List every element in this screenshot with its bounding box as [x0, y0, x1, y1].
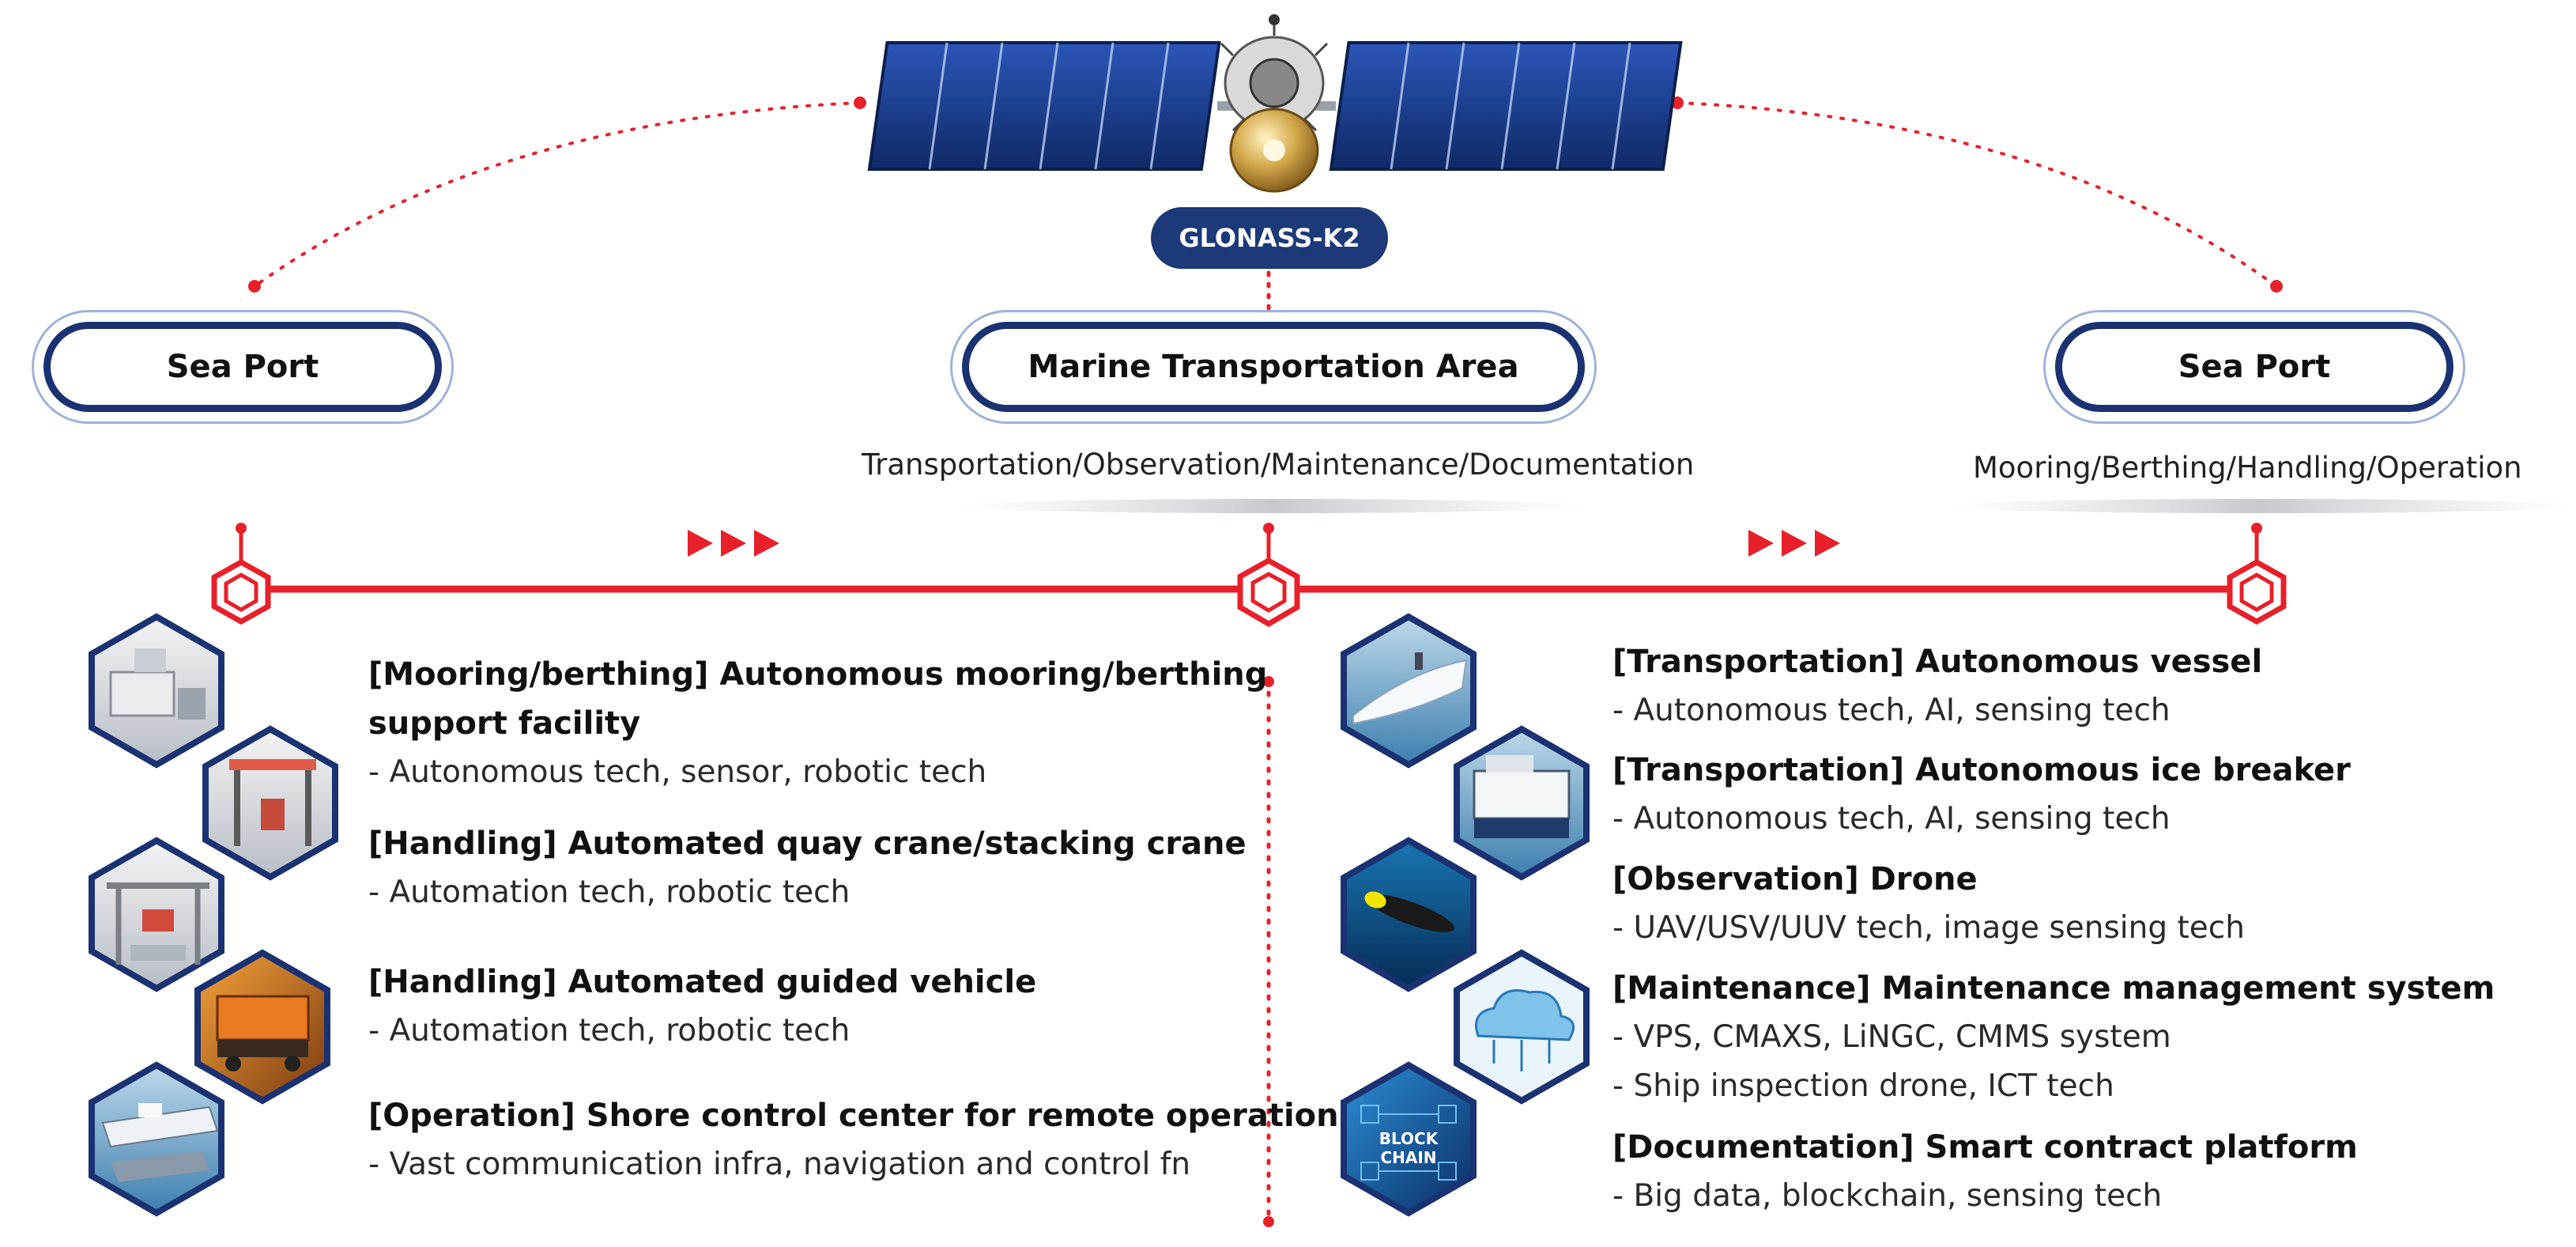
item-title-continued: support facility [368, 705, 641, 742]
caption-shadow [956, 499, 1589, 513]
maintenance-cloud-image [1454, 949, 1590, 1105]
item-description: - Autonomous tech, AI, sensing tech [1612, 801, 2171, 837]
item-title: [Transportation] Autonomous vessel [1612, 644, 2263, 680]
autonomous-vessel-image [1341, 613, 1477, 769]
list-item: [Documentation] Smart contract platform … [1612, 1123, 2358, 1221]
right-node-caption: Mooring/Berthing/Handling/Operation [1973, 451, 2522, 485]
underwater-drone-image [1341, 837, 1477, 992]
item-description: - VPS, CMAXS, LiNGC, CMMS system [1612, 1019, 2171, 1055]
item-description: - Autonomous tech, sensor, robotic tech [368, 754, 987, 790]
satellite-label: GLONASS-K2 [1151, 207, 1388, 269]
list-item: [Observation] Drone - UAV/USV/UUV tech, … [1612, 855, 2245, 953]
node-title: Marine Transportation Area [962, 322, 1585, 412]
list-item: [Handling] Automated quay crane/stacking… [368, 819, 1247, 917]
node-marine-transportation-area: Marine Transportation Area [950, 310, 1597, 424]
guided-vehicle-image [194, 949, 330, 1105]
quay-crane-image [202, 725, 338, 881]
list-item: [Operation] Shore control center for rem… [368, 1091, 1339, 1189]
blockchain-image [1341, 1061, 1477, 1217]
item-description: - Vast communication infra, navigation a… [368, 1147, 1191, 1182]
list-item: [Transportation] Autonomous vessel - Aut… [1612, 637, 2262, 735]
item-title: [Mooring/berthing] Autonomous mooring/be… [368, 656, 1268, 693]
control-center-image [89, 1061, 224, 1217]
arc-end-dot [248, 280, 261, 293]
node-title: Sea Port [43, 322, 442, 412]
caption-shadow [1944, 499, 2576, 513]
arc-end-dot [854, 96, 866, 109]
list-item: [Handling] Automated guided vehicle - Au… [368, 958, 1036, 1056]
center-node-caption: Transportation/Observation/Maintenance/D… [862, 448, 1695, 482]
list-item: [Maintenance] Maintenance management sys… [1612, 964, 2495, 1111]
stacking-crane-image [89, 837, 224, 992]
list-item: [Transportation] Autonomous ice breaker … [1612, 746, 2351, 844]
item-title: [Maintenance] Maintenance management sys… [1612, 970, 2495, 1007]
item-title: [Handling] Automated guided vehicle [368, 964, 1037, 1000]
item-title: [Documentation] Smart contract platform [1612, 1129, 2358, 1166]
item-title: [Handling] Automated quay crane/stacking… [368, 826, 1247, 862]
flow-arrows-left [688, 530, 779, 557]
flow-arrows-right [1748, 530, 1840, 557]
blockchain-image-label: BLOCK CHAIN [1379, 1129, 1439, 1167]
item-title: [Transportation] Autonomous ice breaker [1612, 752, 2351, 788]
list-item: [Mooring/berthing] Autonomous mooring/be… [368, 650, 1267, 797]
node-title: Sea Port [2055, 322, 2453, 412]
arc-end-dot [2270, 280, 2283, 293]
ice-breaker-image [1454, 725, 1590, 881]
item-title: [Observation] Drone [1612, 861, 1978, 897]
item-description: - Big data, blockchain, sensing tech [1612, 1178, 2163, 1214]
timeline-marker-left [211, 523, 271, 625]
right-link-arc [1676, 101, 2278, 288]
timeline-marker-center [1237, 523, 1300, 628]
satellite-image [867, 14, 1683, 193]
node-sea-port-left: Sea Port [32, 310, 454, 424]
node-sea-port-right: Sea Port [2043, 310, 2465, 424]
timeline-marker-right [2227, 523, 2287, 625]
item-title: [Operation] Shore control center for rem… [368, 1098, 1339, 1134]
mooring-facility-image [89, 613, 224, 769]
item-description: - Ship inspection drone, ICT tech [1612, 1068, 2114, 1104]
item-description: - Automation tech, robotic tech [368, 1013, 850, 1049]
left-link-arc [253, 101, 862, 288]
item-description: - UAV/USV/UUV tech, image sensing tech [1612, 910, 2245, 946]
item-description: - Automation tech, robotic tech [368, 875, 850, 910]
item-description: - Autonomous tech, AI, sensing tech [1612, 693, 2171, 728]
